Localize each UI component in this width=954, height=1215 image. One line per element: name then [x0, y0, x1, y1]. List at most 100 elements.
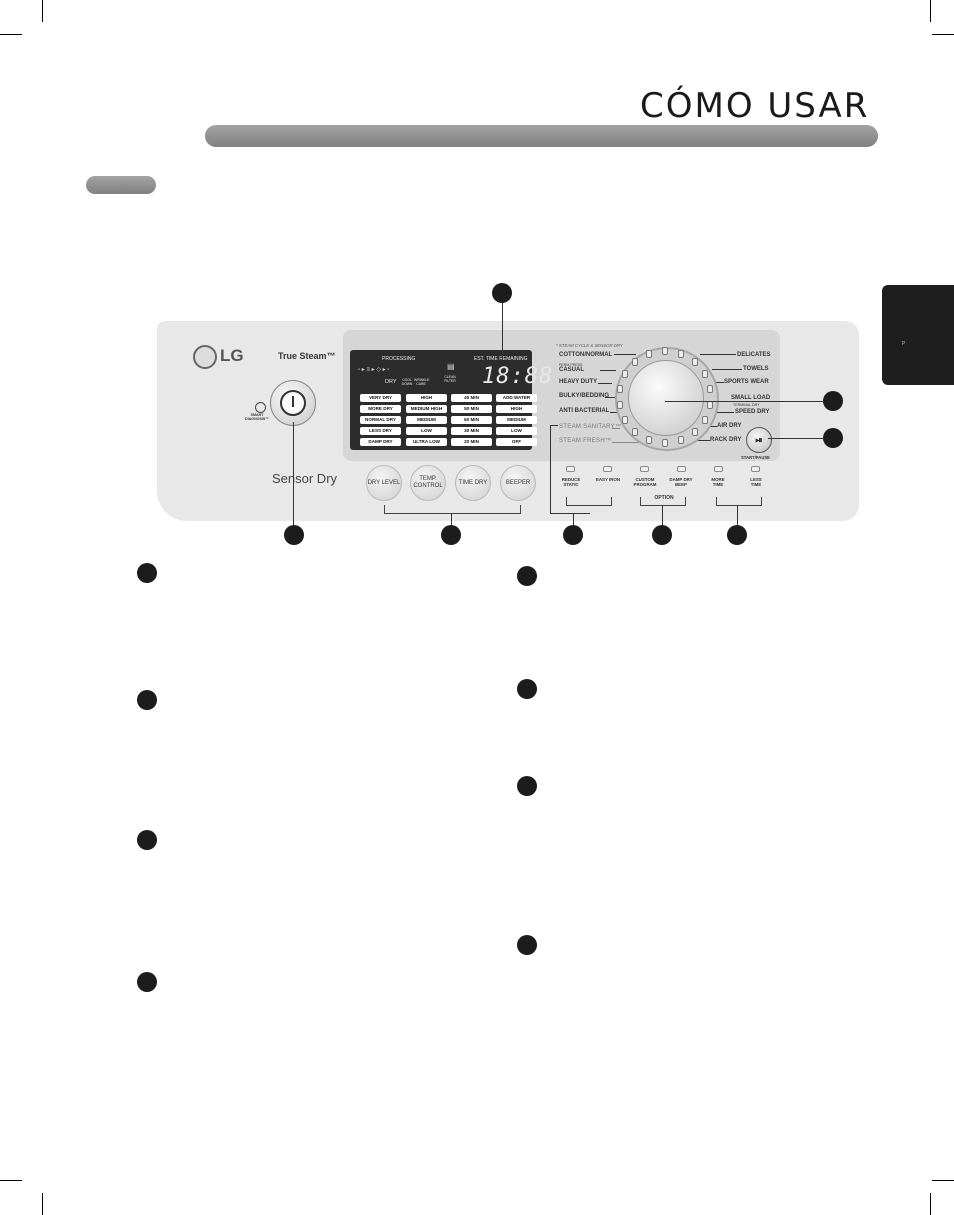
cycle-bulky-bedding[interactable]: BULKY/BEDDING: [559, 393, 610, 399]
callout-line: [502, 301, 503, 361]
damp-dry-beep-button[interactable]: DAMP DRY BEEP: [669, 477, 693, 487]
callout-line: [665, 401, 823, 402]
beeper-button[interactable]: BEEPER: [500, 465, 536, 501]
brand-logo: LG: [220, 346, 244, 365]
cycle-cotton-normal[interactable]: COTTON/NORMAL: [559, 352, 613, 358]
lcd-cell: DAMP DRY: [360, 438, 401, 446]
leader-line: [700, 354, 736, 355]
lcd-cell: ADD WATER: [496, 394, 537, 402]
lcd-cell: 60 MIN: [451, 416, 492, 424]
lcd-cell: MEDIUM: [406, 416, 447, 424]
cycle-steam-sanitary[interactable]: STEAM SANITARY™: [559, 424, 622, 430]
easy-iron-button[interactable]: EASY IRON: [595, 477, 621, 482]
processing-label: PROCESSING: [382, 356, 416, 362]
cycle-anti-bacterial[interactable]: ANTI BACTERIAL: [559, 408, 610, 414]
cycle-towels[interactable]: TOWELS: [743, 366, 769, 372]
crop-mark: [0, 1180, 22, 1181]
lcd-cell: 20 MIN: [451, 438, 492, 446]
dry-label: DRY: [385, 379, 397, 385]
section-badge: [137, 830, 157, 850]
led-indicator: [640, 466, 649, 472]
leader-line: [716, 412, 734, 413]
more-time-button[interactable]: MORE TIME: [711, 477, 725, 487]
crop-mark: [930, 0, 931, 22]
led-indicator: [566, 466, 575, 472]
lcd-cell: LOW: [406, 427, 447, 435]
page-title: CÓMO USAR: [640, 86, 870, 126]
lcd-cell: 40 MIN: [451, 394, 492, 402]
time-dry-button[interactable]: TIME DRY: [455, 465, 491, 501]
crop-mark: [932, 34, 954, 35]
section-badge: [517, 935, 537, 955]
option-bracket: [716, 497, 762, 506]
leader-line: [612, 428, 620, 429]
leader-line: [550, 425, 558, 426]
button-group-bracket: [384, 505, 521, 514]
power-icon: [280, 390, 306, 416]
leader-line: [610, 412, 618, 413]
true-steam-logo: True Steam™: [278, 351, 336, 361]
start-pause-button[interactable]: ⏯: [746, 427, 772, 453]
header-bar: [205, 125, 878, 147]
leader-line: [598, 383, 612, 384]
side-tab-label: P: [902, 341, 906, 347]
knob-tick: [701, 370, 708, 378]
knob-tick: [707, 385, 714, 393]
section-badge: [517, 566, 537, 586]
led-indicator: [603, 466, 612, 472]
custom-program-button[interactable]: CUSTOM PROGRAM: [633, 477, 657, 487]
perm-press-label: PERM PRESS: [559, 363, 583, 367]
filter-icon: ▤: [447, 362, 455, 371]
lcd-cell: MORE DRY: [360, 405, 401, 413]
lcd-cell: MEDIUM: [496, 416, 537, 424]
start-pause-label: START/PAUSE: [741, 455, 770, 460]
section-pill: [86, 176, 156, 194]
lcd-cell: 30 MIN: [451, 427, 492, 435]
lcd-cell: HIGH: [496, 405, 537, 413]
leader-line: [612, 442, 642, 443]
cycle-casual[interactable]: CASUAL: [559, 367, 584, 373]
reduce-static-button[interactable]: REDUCE STATIC: [561, 477, 581, 487]
temp-control-button[interactable]: TEMP. CONTROL: [410, 465, 446, 501]
knob-tick: [646, 349, 653, 358]
knob-tick: [616, 400, 623, 409]
leader-line: [550, 425, 551, 514]
clean-filter-label: CLEAN FILTER: [444, 375, 456, 383]
callout-line: [768, 438, 823, 439]
crop-mark: [0, 34, 22, 35]
lg-logo-icon: [193, 345, 217, 369]
cycle-rack-dry[interactable]: RACK DRY: [710, 437, 742, 443]
cycle-selector-knob[interactable]: [628, 360, 704, 436]
section-badge: [137, 972, 157, 992]
time-digits: 18:88: [482, 364, 554, 389]
knob-tick: [691, 428, 698, 437]
cycle-air-dry[interactable]: AIR DRY: [717, 423, 742, 429]
power-button[interactable]: [270, 380, 316, 426]
callout-badge: [441, 525, 461, 545]
section-badge: [137, 563, 157, 583]
lcd-cell: HIGH: [406, 394, 447, 402]
callout-badge: [563, 525, 583, 545]
leader-line: [605, 397, 615, 398]
crop-mark: [42, 1193, 43, 1215]
cycle-sports-wear[interactable]: SPORTS WEAR: [724, 379, 769, 385]
knob-tick: [662, 347, 668, 355]
knob-tick: [662, 439, 668, 447]
dry-level-button[interactable]: DRY LEVEL: [366, 465, 402, 501]
cycle-speed-dry[interactable]: SPEED DRY: [735, 409, 770, 415]
callout-line: [737, 505, 738, 527]
crop-mark: [932, 1180, 954, 1181]
leader-line: [707, 426, 717, 427]
knob-tick: [701, 416, 708, 424]
sensor-dry-label: Sensor Dry: [272, 471, 338, 486]
less-time-button[interactable]: LESS TIME: [750, 477, 762, 487]
crop-mark: [930, 1193, 931, 1215]
knob-tick: [622, 416, 629, 424]
cycle-small-load[interactable]: SMALL LOAD: [731, 395, 771, 401]
cycle-delicates[interactable]: DELICATES: [737, 352, 771, 358]
option-label: OPTION: [647, 496, 681, 501]
knob-tick: [616, 385, 623, 393]
led-indicator: [751, 466, 760, 472]
cycle-heavy-duty[interactable]: HEAVY DUTY: [559, 379, 598, 385]
cycle-steam-fresh[interactable]: STEAM FRESH™: [559, 438, 612, 444]
